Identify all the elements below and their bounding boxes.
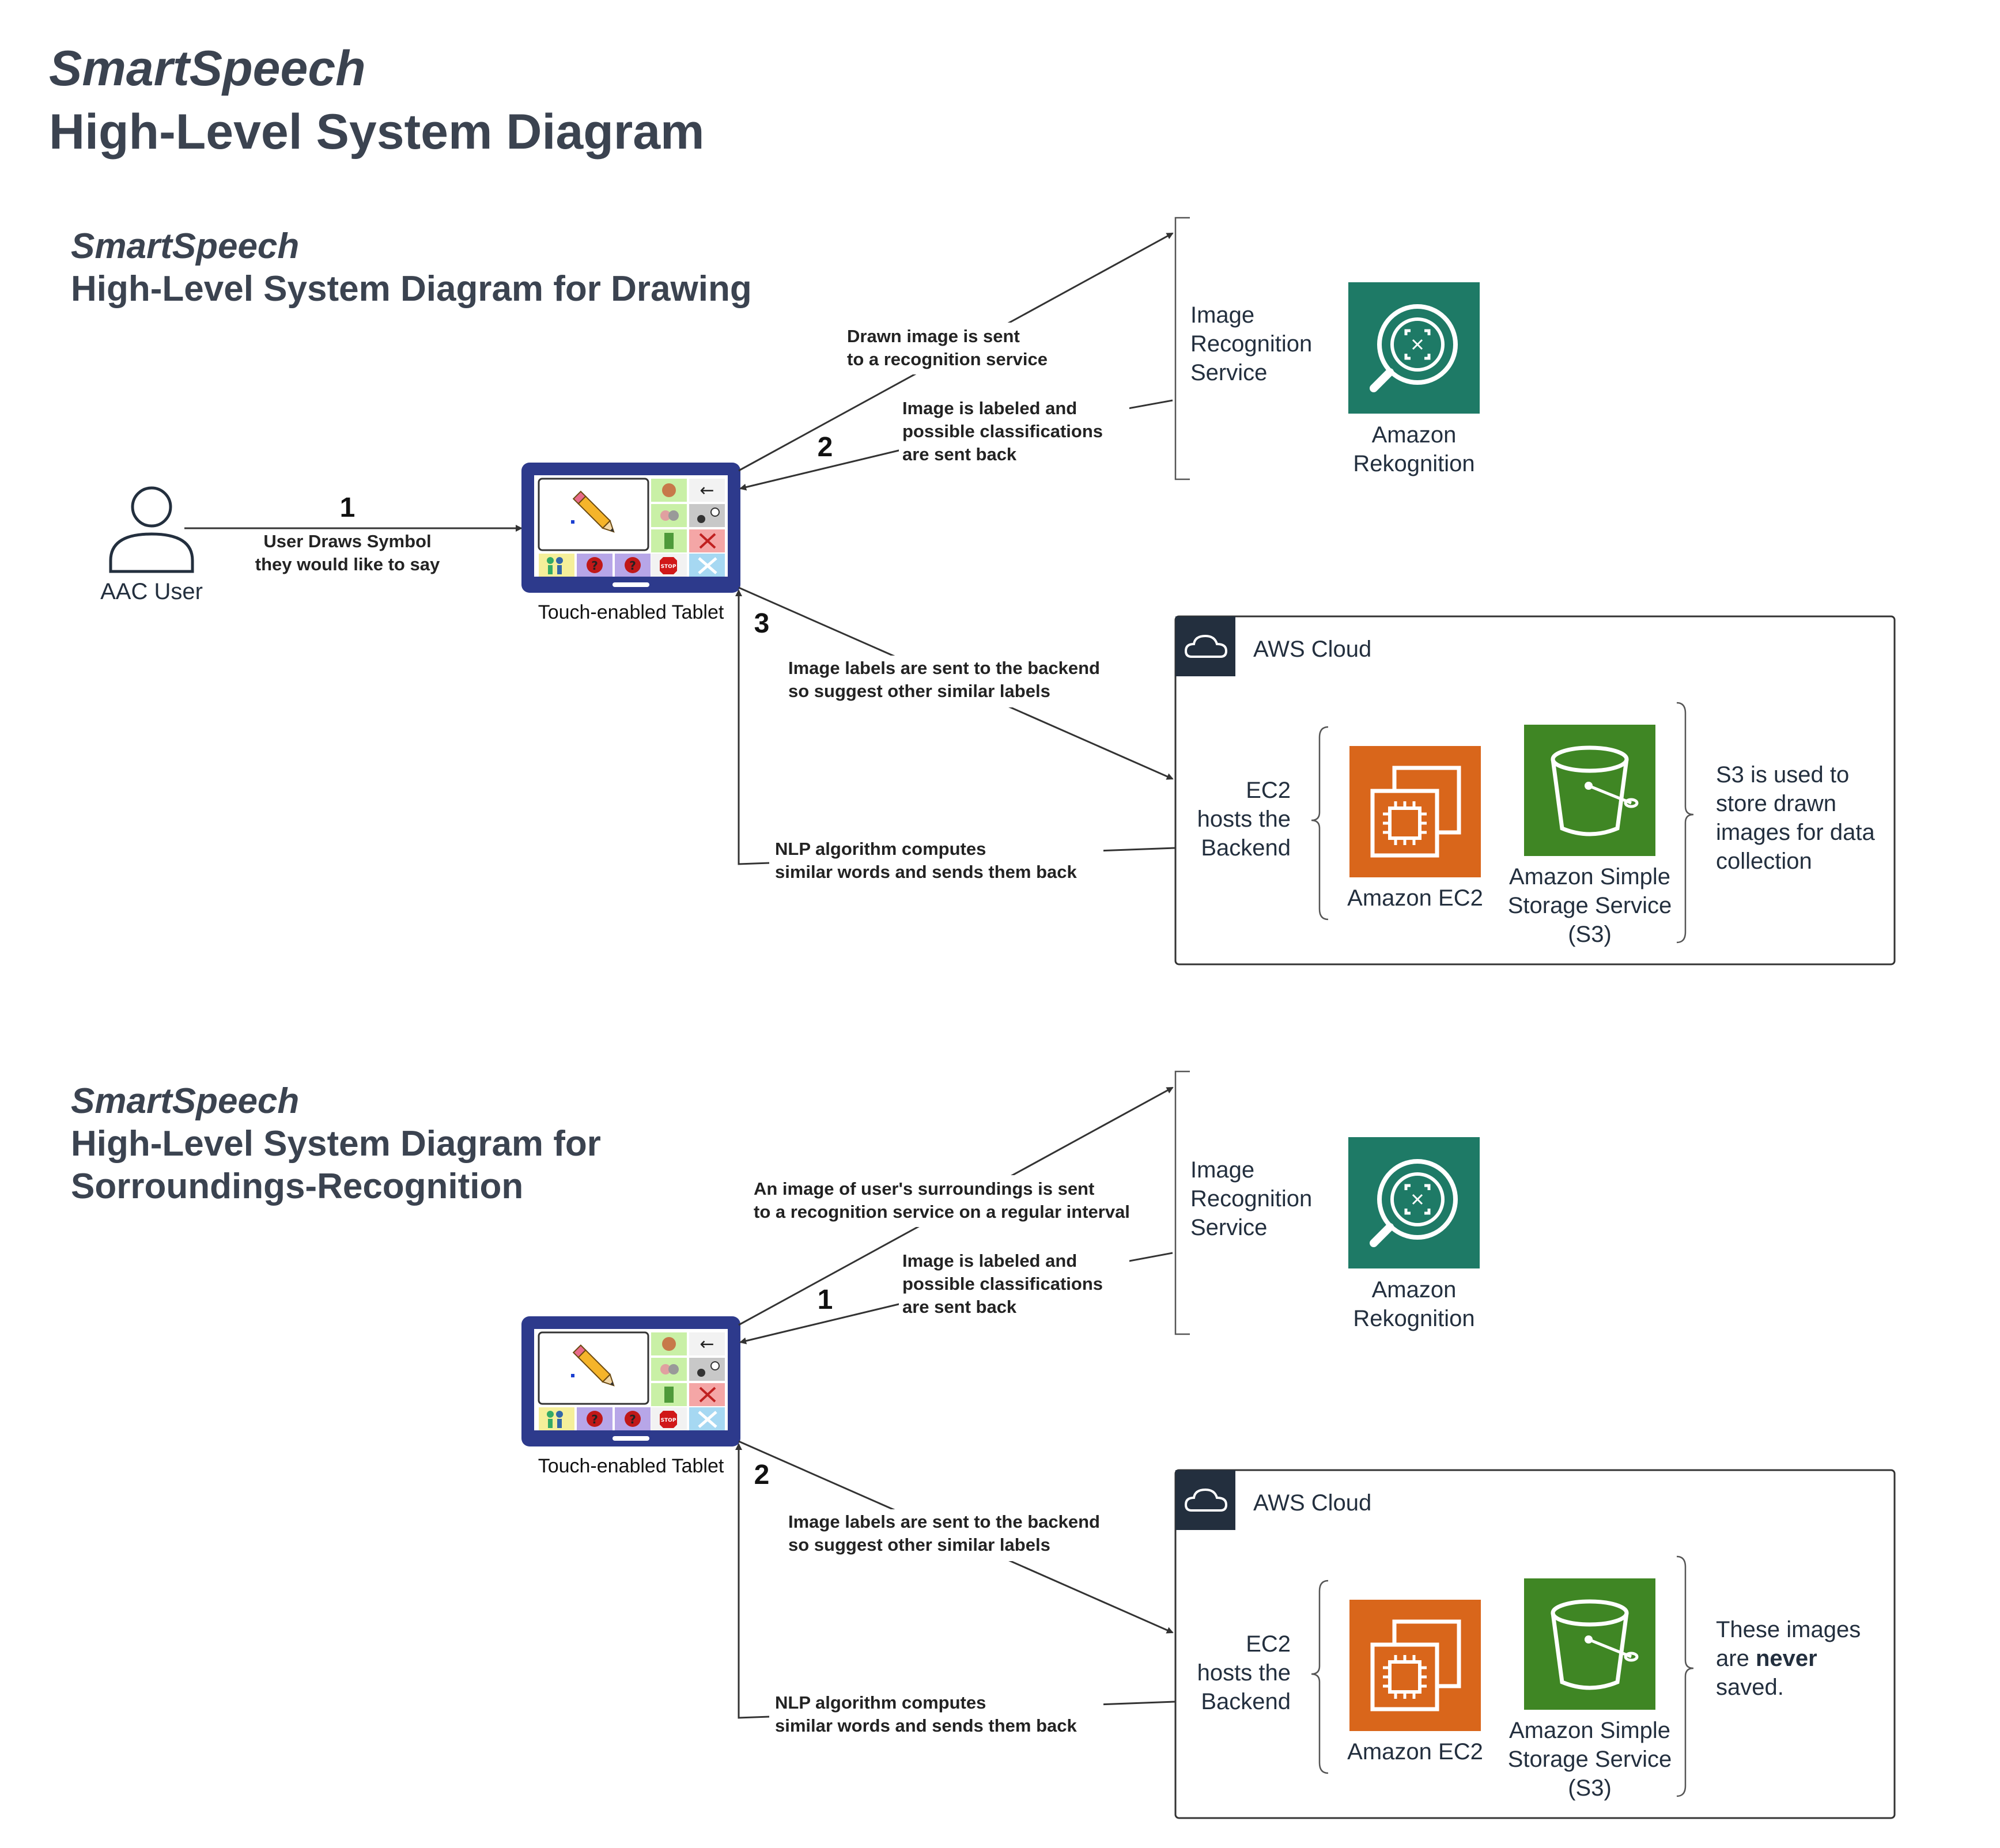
irs-line3: Service [1190,360,1267,385]
nlp2-line2: similar words and sends them back [775,1716,1077,1736]
step1-label-line1: User Draws Symbol [263,531,431,551]
user-label: AAC User [100,579,203,604]
never-note-bold: never [1756,1646,1817,1671]
rekognition2-line1: Amazon [1372,1277,1457,1302]
drawing-section: SmartSpeech High-Level System Diagram fo… [71,217,1896,965]
cloud-icon [1174,615,1237,677]
surroundings-section: SmartSpeech High-Level System Diagram fo… [71,1070,1896,1819]
s3-note-line3: images for data [1716,820,1875,845]
ec2-hosts-line3: Backend [1201,835,1291,861]
s3-brace-2 [1676,1555,1694,1797]
never-note-line2: are never [1716,1646,1817,1671]
s3-line3: (S3) [1568,922,1612,947]
recognition-bracket-2 [1174,1070,1190,1335]
ec2-label: Amazon EC2 [1347,885,1483,911]
nlp-back-arrow [735,589,1176,865]
s3-2-line2: Storage Service [1508,1747,1672,1772]
surroundings-title-line1: High-Level System Diagram for [71,1124,601,1164]
step3-number: 3 [754,608,770,639]
ec2-label-2: Amazon EC2 [1347,1739,1483,1764]
never-note-line3: saved. [1716,1675,1784,1700]
never-note-line1: These images [1716,1617,1861,1642]
rekognition-line1: Amazon [1372,422,1457,448]
step1-number: 1 [340,493,356,523]
ec2-hosts2-line1: EC2 [1246,1631,1291,1657]
nlp-back-arrow-2 [735,1443,1176,1719]
aws-cloud-label: AWS Cloud [1253,637,1371,662]
s3-note-line4: collection [1716,849,1812,874]
nlp-label-line1: NLP algorithm computes [775,839,986,859]
main-title-italic: SmartSpeech [49,41,366,96]
surroundings-send-line1: An image of user's surroundings is sent [754,1179,1094,1199]
back-label-2-line1: Image is labeled and [902,1251,1077,1271]
backend2-line1: Image labels are sent to the backend [788,1512,1100,1532]
surroundings-send-line2: to a recognition service on a regular in… [754,1202,1130,1222]
ec2-brace-2 [1311,1580,1329,1774]
main-title: High-Level System Diagram [49,104,704,160]
rekognition-line2: Rekognition [1353,451,1475,476]
back-label-2-line2: possible classifications [902,1274,1103,1294]
s3-note-line1: S3 is used to [1716,762,1849,787]
rekognition2-line2: Rekognition [1353,1306,1475,1331]
irs-line2: Recognition [1190,331,1312,357]
s3-icon-2 [1524,1578,1655,1710]
s3-2-line1: Amazon Simple [1509,1718,1670,1743]
aws-cloud-label-2: AWS Cloud [1253,1490,1371,1516]
back-label-line3: are sent back [902,444,1017,464]
aws-cloud-box-2 [1174,1469,1896,1819]
nlp-label-line2: similar words and sends them back [775,862,1077,882]
ec2-icon-2 [1349,1600,1481,1731]
s3-2-line3: (S3) [1568,1775,1612,1801]
tablet-label: Touch-enabled Tablet [538,601,724,623]
rekognition-icon [1348,282,1480,414]
surroundings-title-line2: Sorroundings-Recognition [71,1167,523,1206]
ec2-icon [1349,746,1481,877]
drawing-title-italic: SmartSpeech [71,226,299,266]
step2-number: 2 [818,432,833,463]
s3-line1: Amazon Simple [1509,864,1670,889]
never-note-pre: are [1716,1646,1756,1671]
drawing-title: High-Level System Diagram for Drawing [71,269,752,309]
ec2-hosts-line1: EC2 [1246,778,1291,803]
user-icon [111,488,192,571]
step1-label-line2: they would like to say [255,554,440,574]
tablet-icon-2 [521,1316,740,1446]
s3-line2: Storage Service [1508,893,1672,918]
ec2-hosts-line2: hosts the [1197,806,1291,832]
ec2-hosts2-line3: Backend [1201,1689,1291,1714]
tablet-icon [521,463,740,593]
cloud-icon-2 [1174,1469,1237,1531]
aws-cloud-box [1174,615,1896,965]
s3-note-line2: store drawn [1716,791,1836,816]
s3-icon [1524,725,1655,856]
backend2-line2: so suggest other similar labels [788,1535,1050,1555]
tablet-label-2: Touch-enabled Tablet [538,1455,724,1477]
send-label-line2: to a recognition service [847,349,1048,369]
nlp2-line1: NLP algorithm computes [775,1692,986,1713]
back-label-line1: Image is labeled and [902,398,1077,418]
irs2-line3: Service [1190,1215,1267,1240]
s3-brace [1676,702,1694,944]
step1-number-2: 1 [818,1285,833,1315]
back-label-2-line3: are sent back [902,1297,1017,1317]
irs2-line2: Recognition [1190,1186,1312,1211]
ec2-brace [1311,726,1329,921]
send-label-line1: Drawn image is sent [847,326,1020,346]
surroundings-title-italic: SmartSpeech [71,1081,299,1121]
step2-number-2: 2 [754,1460,770,1490]
backend-label-line2: so suggest other similar labels [788,681,1050,701]
recognition-bracket [1174,217,1190,480]
irs-line1: Image [1190,302,1254,328]
rekognition-icon-2 [1348,1137,1480,1268]
ec2-hosts2-line2: hosts the [1197,1660,1291,1686]
backend-label-line1: Image labels are sent to the backend [788,658,1100,678]
irs2-line1: Image [1190,1157,1254,1183]
back-label-line2: possible classifications [902,421,1103,441]
